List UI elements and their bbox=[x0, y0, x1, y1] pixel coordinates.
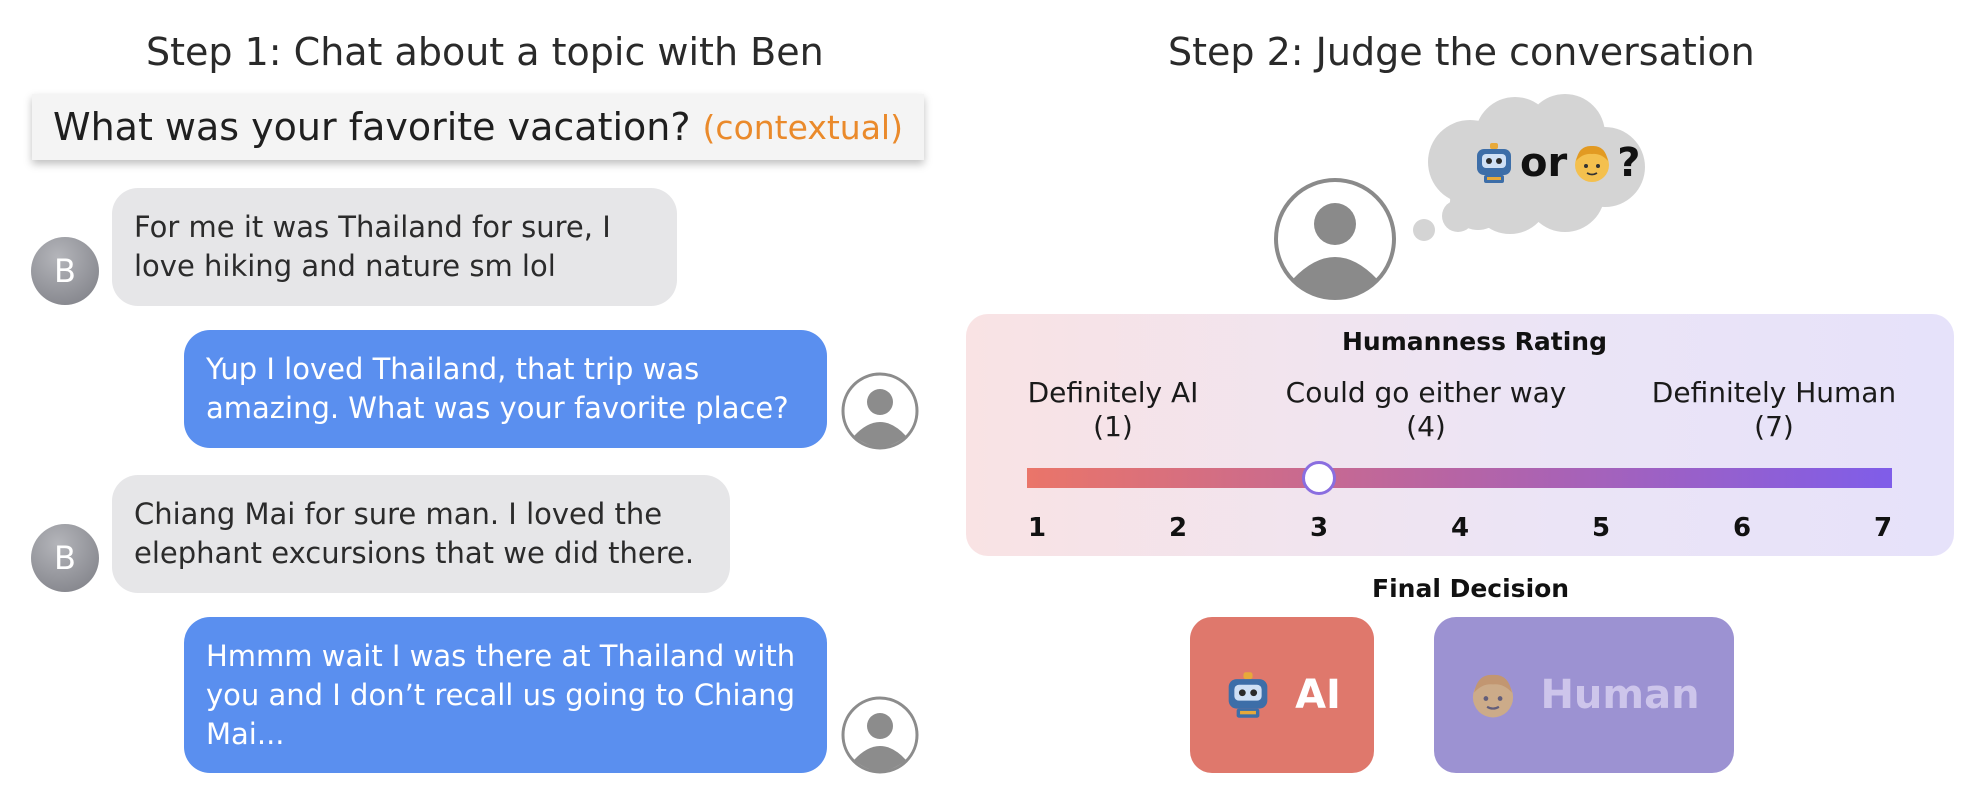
judge-avatar-icon bbox=[1273, 177, 1397, 305]
message-bubble-user: Yup I loved Thailand, that trip was amaz… bbox=[184, 330, 827, 448]
scale-label-human: Definitely Human (7) bbox=[1636, 376, 1912, 444]
human-button-label: Human bbox=[1540, 672, 1700, 718]
rating-tick: 7 bbox=[1873, 513, 1893, 543]
topic-tag: (contextual) bbox=[702, 107, 903, 147]
rating-tick: 1 bbox=[1027, 513, 1047, 543]
rating-tick: 4 bbox=[1450, 513, 1470, 543]
topic-question: What was your favorite vacation? bbox=[53, 105, 691, 149]
humanness-rating-panel bbox=[966, 314, 1954, 556]
person-icon bbox=[1571, 141, 1613, 185]
user-avatar-icon bbox=[841, 696, 919, 778]
rating-slider-track[interactable] bbox=[1027, 468, 1892, 488]
decision-title: Final Decision bbox=[1372, 574, 1570, 603]
message-bubble-ben: Chiang Mai for sure man. I loved the ele… bbox=[112, 475, 730, 593]
scale-label-ai-value: (1) bbox=[1093, 410, 1133, 443]
robot-icon bbox=[1223, 670, 1273, 720]
user-avatar-icon bbox=[841, 372, 919, 454]
step2-title: Step 2: Judge the conversation bbox=[1168, 30, 1755, 74]
scale-label-either-name: Could go either way bbox=[1285, 376, 1567, 409]
rating-tick: 3 bbox=[1309, 513, 1329, 543]
scale-label-ai-name: Definitely AI bbox=[1027, 376, 1199, 409]
rating-tick: 6 bbox=[1732, 513, 1752, 543]
person-icon bbox=[1468, 669, 1518, 721]
scale-label-ai: Definitely AI (1) bbox=[1013, 376, 1213, 444]
robot-icon bbox=[1472, 141, 1516, 185]
ben-avatar: B bbox=[31, 237, 99, 305]
thought-question: or ? bbox=[1472, 140, 1640, 186]
thought-question-mark: ? bbox=[1617, 140, 1641, 186]
message-bubble-user: Hmmm wait I was there at Thailand with y… bbox=[184, 617, 827, 773]
scale-label-human-name: Definitely Human bbox=[1651, 376, 1897, 409]
scale-label-either: Could go either way (4) bbox=[1276, 376, 1576, 444]
rating-tick: 5 bbox=[1591, 513, 1611, 543]
thought-or-text: or bbox=[1520, 140, 1568, 186]
rating-slider-knob[interactable] bbox=[1302, 461, 1336, 495]
rating-tick: 2 bbox=[1168, 513, 1188, 543]
rating-title: Humanness Rating bbox=[1342, 327, 1607, 356]
scale-label-human-value: (7) bbox=[1754, 410, 1794, 443]
ben-avatar: B bbox=[31, 524, 99, 592]
step1-title: Step 1: Chat about a topic with Ben bbox=[146, 30, 824, 74]
human-button[interactable]: Human bbox=[1434, 617, 1734, 773]
topic-box: What was your favorite vacation? (contex… bbox=[32, 94, 924, 160]
message-bubble-ben: For me it was Thailand for sure, I love … bbox=[112, 188, 677, 306]
ai-button[interactable]: AI bbox=[1190, 617, 1374, 773]
ai-button-label: AI bbox=[1295, 672, 1341, 718]
scale-label-either-value: (4) bbox=[1406, 410, 1446, 443]
